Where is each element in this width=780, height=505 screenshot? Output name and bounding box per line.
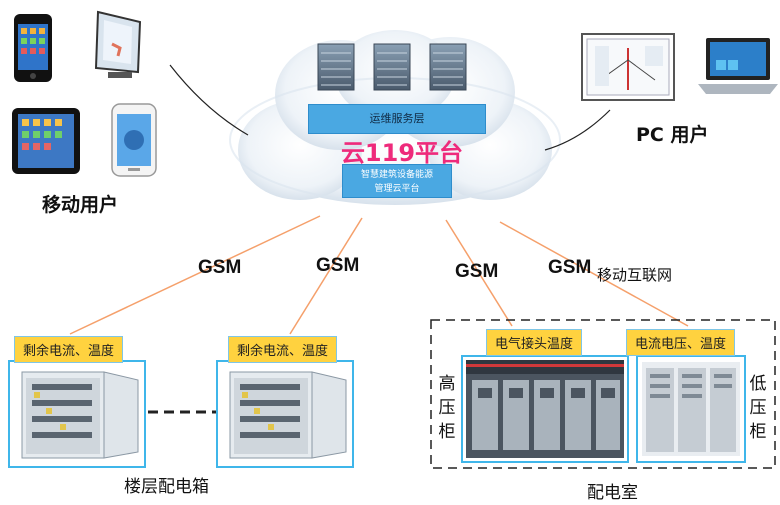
floor-box-frame-2 (216, 360, 354, 468)
residual-current-temp-tag-2: 剩余电流、温度 (228, 336, 338, 363)
android-phone-icon (111, 103, 157, 177)
gsm-label-3: GSM (455, 261, 499, 282)
management-cloud-platform-box: 智慧建筑设备能源 管理云平台 (342, 164, 452, 198)
smartphone-icon (14, 14, 52, 82)
floor-box-illustration-1 (21, 371, 139, 459)
hv-char-3: 柜 (438, 422, 456, 442)
power-room-frame (430, 319, 776, 469)
gsm-link-lines (69, 215, 689, 335)
floor-box-frame-1 (8, 360, 146, 468)
mobile-internet-label: 移动互联网 (597, 266, 673, 284)
desktop-monitor-icon (581, 33, 675, 101)
gsm-label-4: GSM (548, 257, 592, 278)
high-voltage-cabinet-label: 高 压 柜 (437, 372, 457, 444)
gsm-label-2: GSM (316, 255, 360, 276)
mgmt-platform-line1: 智慧建筑设备能源 (360, 170, 433, 180)
joint-temperature-tag: 电气接头温度 (486, 329, 583, 356)
pc-link-line (544, 109, 611, 151)
gsm-label-1: GSM (198, 257, 242, 278)
server-rack-icons (317, 43, 467, 91)
low-voltage-cabinet-label: 低 压 柜 (748, 372, 768, 444)
floor-distribution-box-label: 楼层配电箱 (124, 477, 209, 497)
hv-char-1: 高 (438, 374, 456, 394)
ops-service-layer-box: 运维服务层 (308, 104, 486, 134)
hv-char-2: 压 (438, 398, 456, 418)
power-room-label: 配电室 (587, 483, 638, 503)
laptop-icon (698, 38, 778, 94)
tablet-icon (12, 108, 80, 174)
touch-monitor-icon (94, 10, 142, 78)
platform-title: 云119平台 (340, 139, 464, 167)
high-voltage-frame (461, 355, 629, 463)
mgmt-platform-line2: 管理云平台 (374, 184, 420, 194)
mobile-users-label: 移动用户 (42, 194, 119, 216)
low-voltage-frame (636, 355, 746, 463)
low-voltage-cabinet-illustration (642, 362, 740, 456)
lv-char-1: 低 (749, 374, 767, 394)
pc-users-label: PC 用户 (636, 124, 709, 146)
current-voltage-temp-tag: 电流电压、温度 (626, 329, 736, 356)
floor-box-illustration-2 (229, 371, 347, 459)
high-voltage-cabinet-illustration (466, 360, 624, 458)
residual-current-temp-tag-1: 剩余电流、温度 (14, 336, 124, 363)
lv-char-3: 柜 (749, 422, 767, 442)
lv-char-2: 压 (749, 398, 767, 418)
mobile-link-line (169, 64, 249, 136)
